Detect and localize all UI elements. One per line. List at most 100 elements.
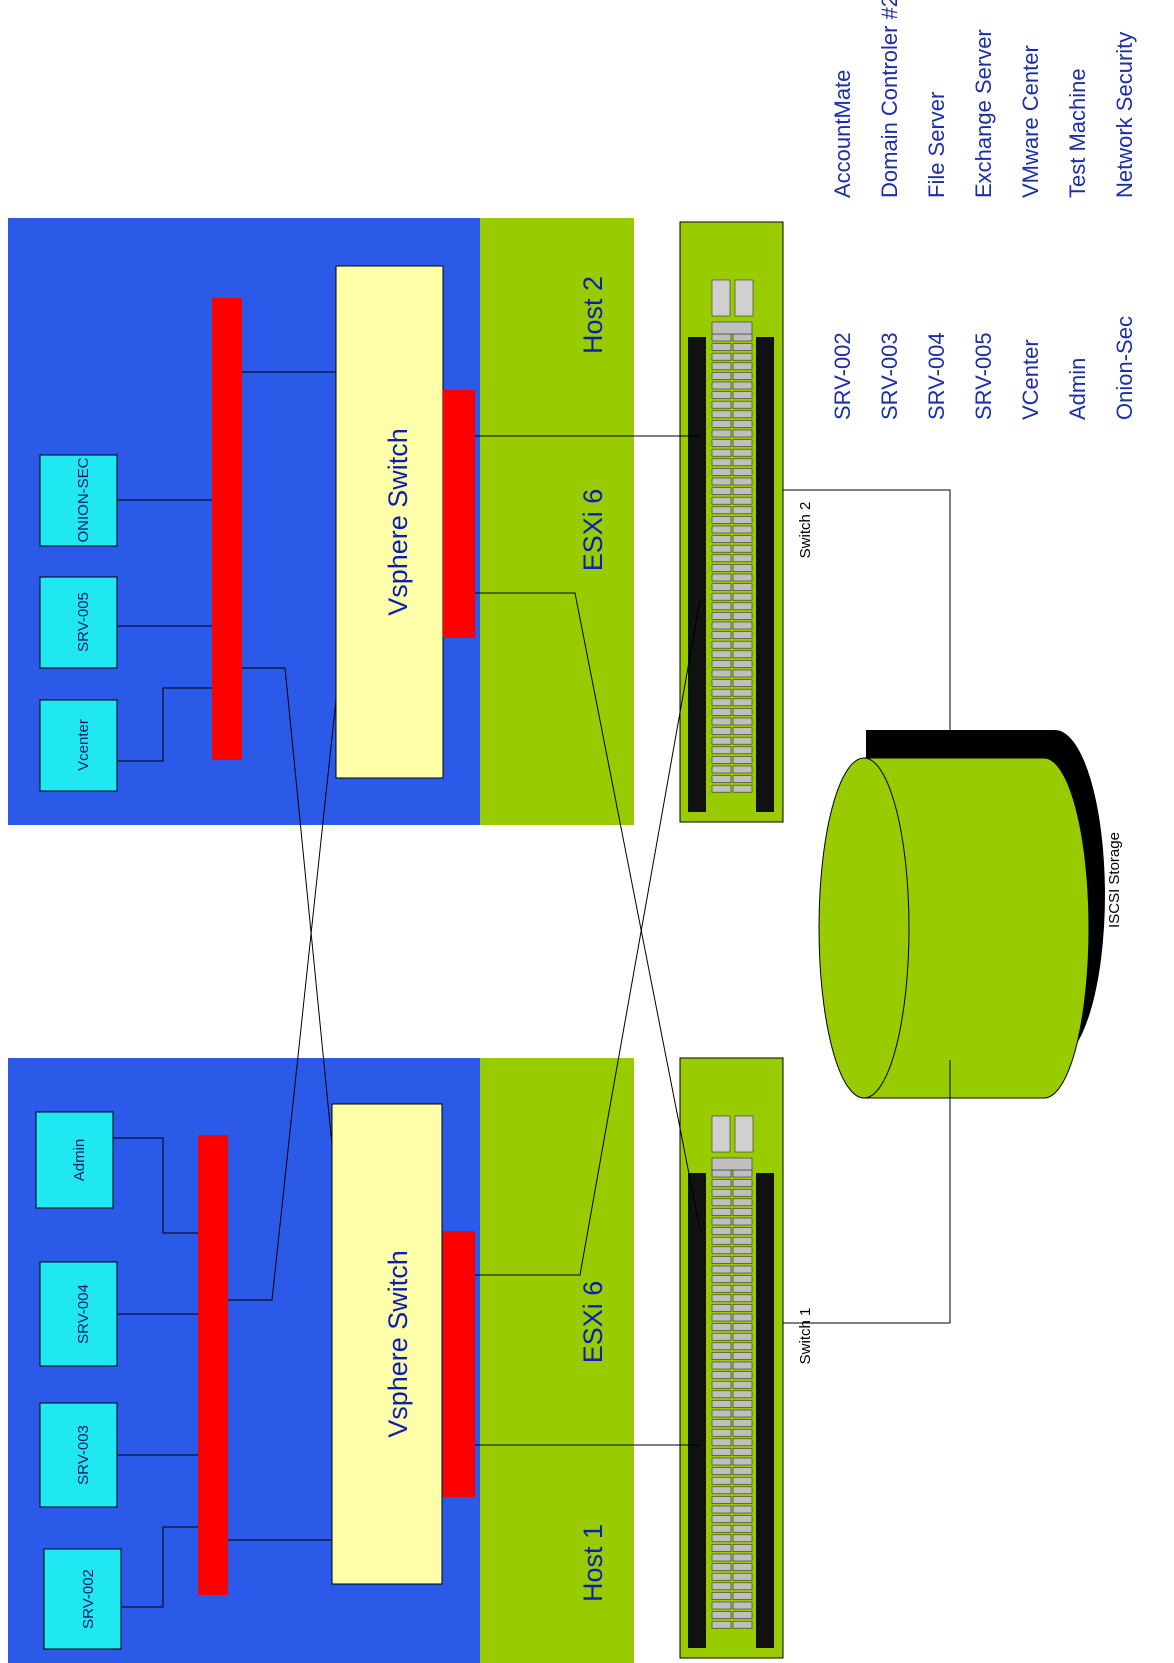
port-icon [732, 372, 753, 380]
port-icon [711, 1313, 732, 1322]
port-icon [711, 381, 732, 390]
legend-code: Admin [1065, 358, 1090, 420]
vm-box-srv-005 [39, 576, 118, 669]
port-icon [732, 1361, 753, 1370]
port-icon [732, 1515, 753, 1523]
port-icon [711, 1448, 732, 1456]
port-icon [732, 612, 753, 620]
vm-label-srv-005: SRV-005 [75, 592, 92, 652]
port-icon [732, 352, 753, 361]
switch-2-label: Switch 2 [797, 502, 814, 559]
vm-box-srv-004 [39, 1261, 118, 1367]
port-icon [732, 1572, 753, 1581]
vm-label-srv-003: SRV-003 [75, 1425, 92, 1485]
port-icon [732, 420, 753, 428]
legend-description: VMware Center [1018, 45, 1043, 198]
host-1: SRV-002 SRV-003 SRV-004 Admin Vsphere Sw… [8, 1058, 634, 1663]
port-icon [711, 717, 732, 726]
port-icon [711, 343, 732, 351]
port-icon [711, 1361, 732, 1370]
port-icon [711, 592, 732, 601]
legend-description: Network Security [1112, 32, 1137, 198]
port-icon [732, 1284, 753, 1293]
port-icon [732, 333, 753, 342]
link-sw2-storage [783, 489, 951, 730]
legend-description: File Server [924, 92, 949, 198]
vm-box-admin [35, 1111, 114, 1209]
port-icon [711, 736, 732, 745]
legend-code: VCenter [1018, 339, 1043, 420]
switch-1-label: Switch 1 [797, 1308, 814, 1365]
port-icon [732, 525, 753, 534]
port-icon [732, 1553, 753, 1562]
switch-2: Switch 2 [679, 221, 814, 823]
port-icon [732, 564, 753, 572]
port-icon [732, 343, 753, 351]
port-icon [711, 1390, 732, 1399]
port-icon [732, 381, 753, 390]
switch-1: Switch 1 [679, 1057, 814, 1659]
port-icon [711, 1188, 732, 1197]
legend-code: SRV-002 [830, 332, 855, 420]
port-icon [732, 1563, 753, 1571]
link-sw1-storage [783, 1060, 951, 1324]
vm-label-srv-002: SRV-002 [80, 1569, 97, 1629]
port-icon [732, 448, 753, 457]
port-icon [732, 756, 753, 764]
link-h1-uplink-sw2 [475, 599, 701, 1276]
storage-body [863, 757, 1090, 1099]
port-icon [711, 1342, 732, 1351]
port-strip-left [688, 1173, 706, 1648]
vm-label-srv-004: SRV-004 [75, 1284, 92, 1344]
port-icon [711, 496, 732, 505]
storage-top [818, 757, 910, 1099]
port-icon [732, 1332, 753, 1341]
port-icon [732, 1275, 753, 1283]
port-icon [711, 1236, 732, 1245]
port-icon [732, 1544, 753, 1552]
vm-box-srv-002 [43, 1548, 122, 1650]
port-icon [732, 1409, 753, 1418]
port-icon [711, 439, 732, 447]
switch-1-port-panel [688, 1115, 774, 1648]
port-icon [732, 400, 753, 409]
host-2-name-label: Host 2 [578, 276, 608, 354]
port-icon [711, 458, 732, 467]
port-icon [732, 477, 753, 486]
port-icon [711, 1505, 732, 1514]
port-icon [732, 746, 753, 755]
link-vcenter [117, 687, 212, 762]
legend-description: Domain Controler #2 [877, 0, 902, 198]
port-icon [732, 602, 753, 611]
port-icon [711, 516, 732, 524]
port-icon [732, 592, 753, 601]
port-icon [732, 1256, 753, 1264]
port-icon [732, 660, 753, 668]
port-icon [732, 765, 753, 774]
port-icon [711, 1582, 732, 1591]
port-icon [711, 448, 732, 457]
port-icon [711, 1611, 732, 1619]
port-icon [732, 1236, 753, 1245]
port-icon [711, 1294, 732, 1303]
port-icon [732, 1169, 753, 1178]
port-icon [732, 1457, 753, 1466]
vm-box-vcenter [39, 699, 118, 792]
port-icon [711, 1179, 732, 1187]
legend-code: SRV-004 [924, 332, 949, 420]
port-icon [711, 756, 732, 764]
port-icon [711, 1524, 732, 1533]
port-icon [711, 1265, 732, 1274]
host-1-port-group [198, 1135, 228, 1595]
port-icon [732, 1304, 753, 1312]
port-icon [732, 1208, 753, 1216]
port-icon [732, 1505, 753, 1514]
port-icon [732, 554, 753, 563]
port-icon [732, 688, 753, 697]
port-icon [732, 362, 753, 371]
port-icon [732, 1467, 753, 1475]
legend-description: AccountMate [830, 70, 855, 198]
sfp-slot-icon [734, 279, 754, 317]
port-icon [732, 544, 753, 553]
